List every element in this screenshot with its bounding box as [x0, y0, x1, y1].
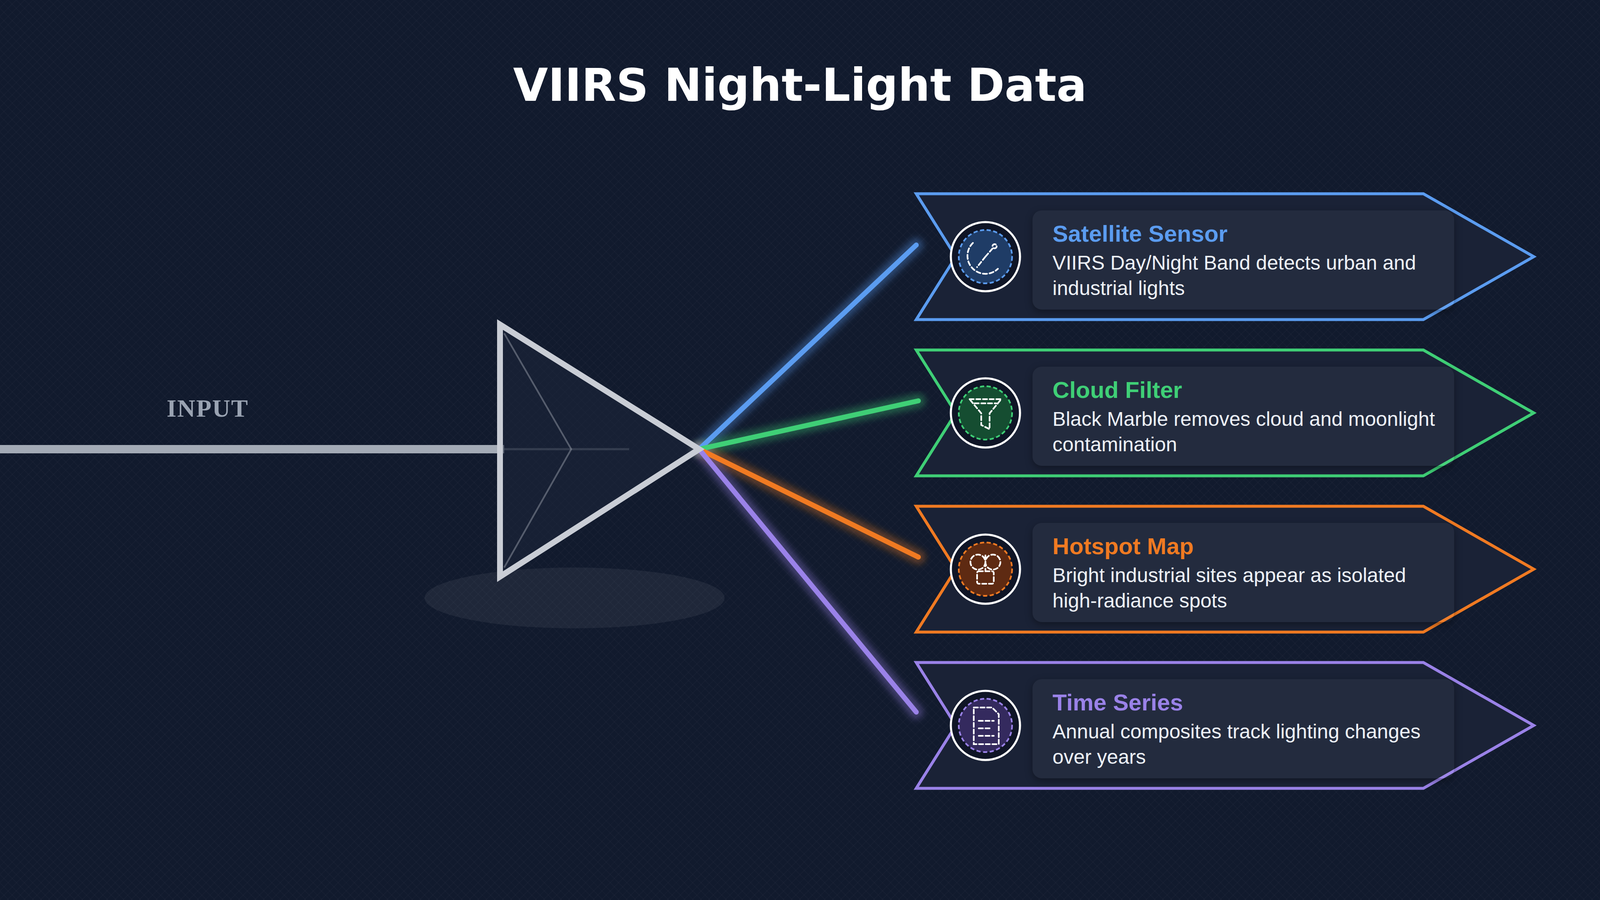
input-beam — [0, 445, 505, 454]
icon-glyph — [978, 735, 994, 737]
text-panel: Satellite SensorVIIRS Day/Night Band det… — [1032, 210, 1455, 310]
prism-facet — [504, 333, 572, 568]
icon-ring — [950, 690, 1020, 760]
card-heading: Cloud Filter — [1052, 376, 1442, 404]
node-icon — [950, 690, 1020, 760]
node-icon — [950, 534, 1020, 604]
chevron-card: Time SeriesAnnual composites track light… — [916, 662, 1534, 789]
input-beam-glow — [0, 440, 505, 458]
icon-glyph — [974, 402, 997, 405]
icon-ring — [950, 222, 1020, 292]
node-icon — [950, 222, 1020, 292]
chevron-card: Hotspot MapBright industrial sites appea… — [916, 506, 1534, 633]
text-panel: Cloud FilterBlack Marble removes cloud a… — [1032, 366, 1455, 466]
icon-glyph — [985, 554, 1001, 570]
icon-glyph — [970, 554, 986, 570]
beam-glow — [699, 449, 919, 558]
light-beam — [699, 449, 919, 558]
chevron-shape — [916, 350, 1534, 476]
icon-glyph — [973, 707, 999, 745]
card-heading: Time Series — [1052, 689, 1442, 716]
icon-ring — [950, 378, 1020, 448]
icon-glyph — [978, 727, 991, 730]
text-panel: Hotspot MapBright industrial sites appea… — [1032, 522, 1455, 623]
card-description: Bright industrial sites appear as isolat… — [1052, 562, 1442, 614]
prism-shadow — [424, 567, 725, 629]
card-description: Black Marble removes cloud and moonlight… — [1052, 406, 1442, 458]
chevron-shape — [916, 662, 1534, 789]
icon-glyph — [984, 555, 987, 572]
icon-glyph — [977, 247, 994, 268]
card-description: Annual composites track lighting changes… — [1052, 719, 1442, 770]
beam-glow — [699, 449, 917, 713]
input-label: INPUT — [166, 395, 249, 421]
icon-glyph — [969, 399, 1002, 430]
icon-inner-ring — [958, 386, 1013, 440]
chevron-shape — [916, 506, 1534, 633]
icon-glyph — [977, 571, 994, 584]
diagram-title: VIIRS Night-Light Data — [0, 58, 1600, 113]
text-panel: Time SeriesAnnual composites track light… — [1032, 679, 1455, 779]
chevron-card: Cloud FilterBlack Marble removes cloud a… — [916, 350, 1534, 476]
icon-inner-ring — [958, 542, 1013, 596]
node-icon — [950, 378, 1020, 448]
chevron-shape — [916, 193, 1534, 320]
light-beam — [699, 449, 917, 713]
output-beams — [699, 245, 919, 713]
icon-ring — [950, 534, 1020, 604]
icon-glyph — [978, 720, 994, 722]
chevron-card: Satellite SensorVIIRS Day/Night Band det… — [916, 193, 1534, 320]
icon-inner-ring — [958, 698, 1013, 753]
card-heading: Hotspot Map — [1052, 532, 1442, 560]
beam-glow — [699, 400, 919, 450]
icon-glyph — [967, 242, 998, 274]
icon-inner-ring — [958, 230, 1013, 284]
icon-glyph — [992, 244, 997, 249]
card-heading: Satellite Sensor — [1052, 220, 1442, 248]
light-beam — [699, 245, 917, 450]
light-beam — [699, 400, 919, 450]
card-description: VIIRS Day/Night Band detects urban and i… — [1052, 250, 1442, 302]
prism-triangle — [500, 324, 700, 577]
